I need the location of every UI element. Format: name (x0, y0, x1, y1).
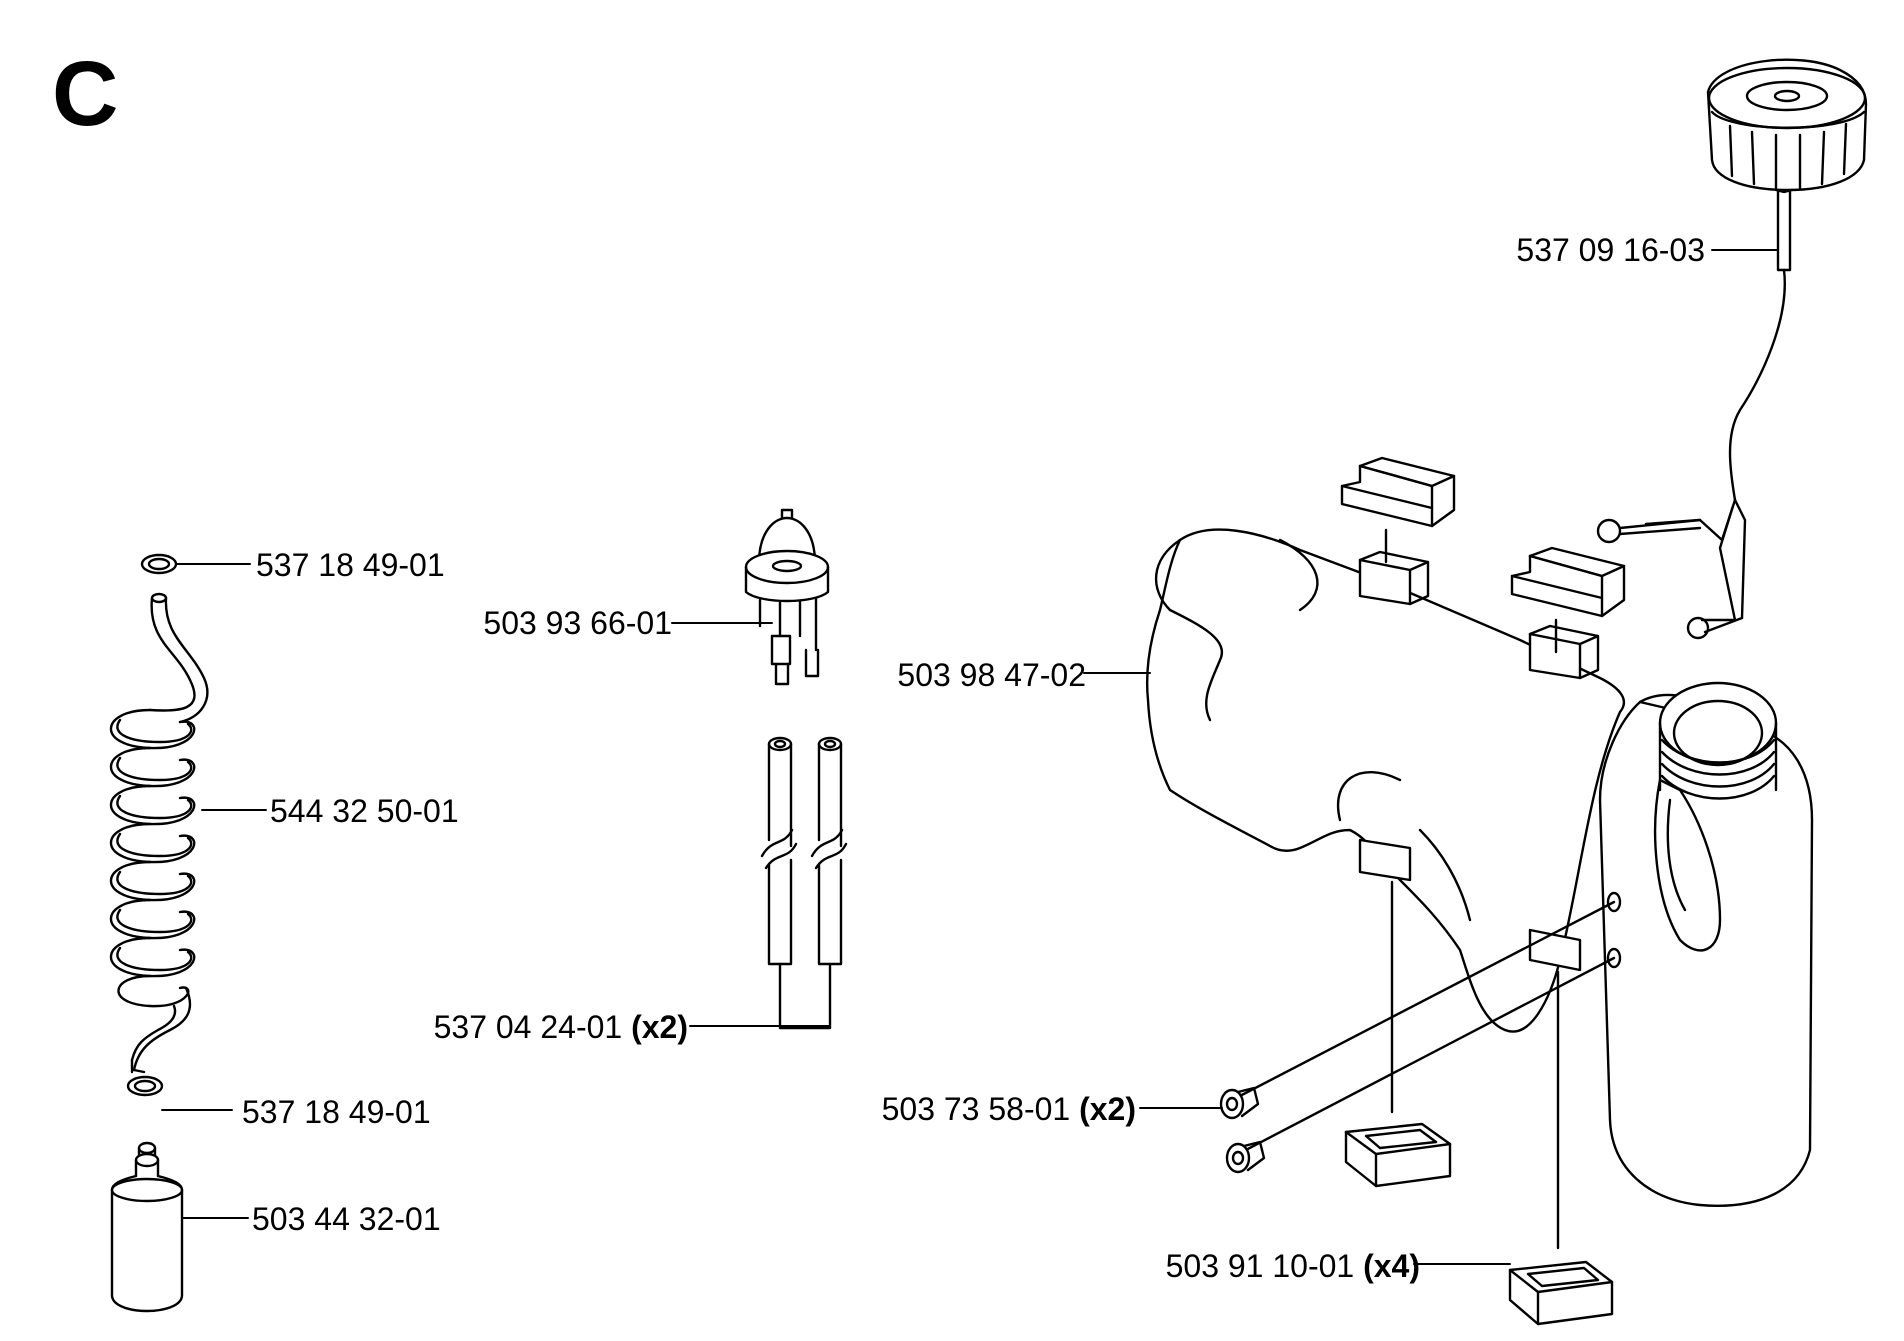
fuel-cap-drawing (1596, 58, 1868, 640)
part-number: 503 98 47-02 (897, 657, 1086, 693)
part-label-oring-bottom: 537 18 49-01 (242, 1096, 431, 1128)
part-quantity: (x2) (1079, 1091, 1136, 1127)
part-number: 537 18 49-01 (242, 1094, 431, 1130)
grommets-drawing (1219, 900, 1616, 1174)
part-label-coil-hose: 544 32 50-01 (270, 795, 459, 827)
primer-bulb-drawing (744, 508, 830, 686)
part-number: 503 91 10-01 (1165, 1248, 1355, 1284)
part-number: 503 44 32-01 (252, 1201, 441, 1237)
part-label-primer-bulb: 503 93 66-01 (483, 607, 672, 639)
section-letter: C (52, 43, 119, 145)
o-rings-drawing (126, 553, 178, 1097)
part-quantity: (x4) (1363, 1248, 1420, 1284)
part-label-fuel-cap-cable: 537 09 16-03 (1516, 234, 1705, 266)
part-label-fuel-filter: 503 44 32-01 (252, 1203, 441, 1235)
bottom-rubber-mounts-drawing (1344, 880, 1614, 1326)
part-label-rubber-mount: 503 91 10-01 (x4) (1166, 1250, 1420, 1282)
fuel-lines-drawing (760, 736, 848, 1030)
part-label-grommet: 503 73 58-01 (x2) (882, 1093, 1136, 1125)
part-label-oring-top: 537 18 49-01 (256, 549, 445, 581)
top-rubber-mounts-drawing (1340, 456, 1626, 654)
fuel-tank-drawing (1145, 528, 1814, 1207)
part-number: 537 09 16-03 (1516, 232, 1705, 268)
part-number: 503 73 58-01 (881, 1091, 1071, 1127)
leader-lines (161, 249, 1779, 1265)
part-label-fuel-lines: 537 04 24-01 (x2) (434, 1011, 688, 1043)
fuel-filter-drawing (110, 1141, 184, 1313)
part-number: 544 32 50-01 (270, 793, 459, 829)
part-label-fuel-tank: 503 98 47-02 (897, 659, 1086, 691)
part-number: 537 18 49-01 (256, 547, 445, 583)
part-number: 503 93 66-01 (483, 605, 672, 641)
part-number: 537 04 24-01 (433, 1009, 623, 1045)
coil-hose-drawing (109, 592, 209, 1074)
part-quantity: (x2) (631, 1009, 688, 1045)
